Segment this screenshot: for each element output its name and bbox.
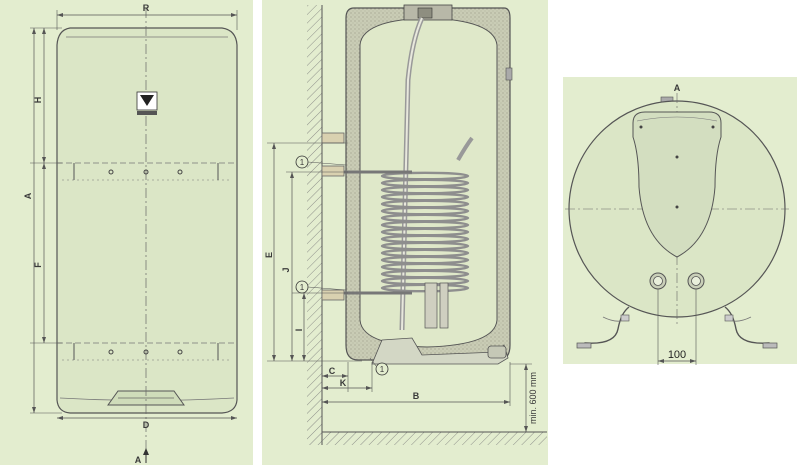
svg-text:1: 1: [300, 283, 305, 292]
heating-coil: [380, 171, 470, 293]
side-view-panel: E J I 1 1 1 C K B min. 600 mm: [262, 0, 548, 465]
heating-element: [424, 282, 438, 329]
front-view-drawing: R D A H F A: [23, 3, 238, 465]
wall-hatch: [307, 5, 322, 445]
upper-bracket-foot: [321, 165, 345, 177]
leg-left: [582, 306, 630, 348]
cover-plate: [632, 111, 722, 258]
dim-c-label: C: [329, 366, 336, 376]
floor-hatch: [322, 432, 547, 445]
coil-inlet: [456, 136, 474, 161]
side-view-drawing: E J I 1 1 1 C K B min. 600 mm: [264, 4, 547, 445]
dim-r-label: R: [143, 3, 150, 13]
dim-e-label: E: [264, 252, 274, 258]
brand-logo: [136, 91, 158, 115]
section-marker-label: A: [135, 455, 142, 465]
dim-d-label: D: [143, 420, 150, 430]
dim-100-label: 100: [668, 349, 686, 361]
pipe-right-inner: [691, 276, 701, 286]
top-view-drawing: A 100: [565, 83, 789, 365]
foot-left: [576, 342, 592, 349]
thermostat-sleeve: [439, 282, 449, 329]
dim-a-label: A: [23, 192, 33, 199]
clearance-label: min. 600 mm: [528, 372, 538, 424]
lower-hole-left: [108, 349, 114, 355]
dim-i-label: I: [294, 329, 304, 332]
dim-f-label: F: [33, 262, 43, 268]
dim-j-label: J: [281, 267, 291, 272]
leg-clip-right: [724, 314, 734, 322]
callout-bottom: 1: [369, 357, 389, 376]
foot-right: [762, 342, 778, 349]
leg-right: [724, 306, 772, 348]
lower-hole-right: [177, 349, 183, 355]
top-view-panel: A 100: [563, 77, 797, 365]
cover-hole-lower: [675, 205, 679, 209]
cover-hole-right: [711, 125, 715, 129]
svg-text:1: 1: [380, 365, 385, 374]
cover-hole-left: [639, 125, 643, 129]
upper-hole-left: [108, 169, 114, 175]
upper-hole-center: [143, 169, 149, 175]
leg-clip-left: [620, 314, 630, 322]
front-view-panel: R D A H F A: [0, 0, 253, 465]
lower-wall-bracket: [321, 289, 345, 301]
bottom-cover: [371, 337, 509, 365]
upper-hole-right: [177, 169, 183, 175]
pipe-left-inner: [653, 276, 663, 286]
anode-tap: [505, 67, 513, 81]
drain-cap: [487, 345, 507, 359]
tank-outline: [56, 27, 238, 414]
callout-upper: 1: [295, 155, 347, 169]
lower-hole-center: [143, 349, 149, 355]
dim-k-label: K: [340, 378, 347, 388]
cover-hole-center: [675, 155, 679, 159]
section-label: A: [674, 83, 681, 93]
svg-text:1: 1: [300, 158, 305, 167]
dim-b-label: B: [413, 391, 420, 401]
upper-wall-bracket: [321, 132, 345, 144]
callout-lower: 1: [295, 280, 347, 294]
dim-h-label: H: [33, 97, 43, 104]
